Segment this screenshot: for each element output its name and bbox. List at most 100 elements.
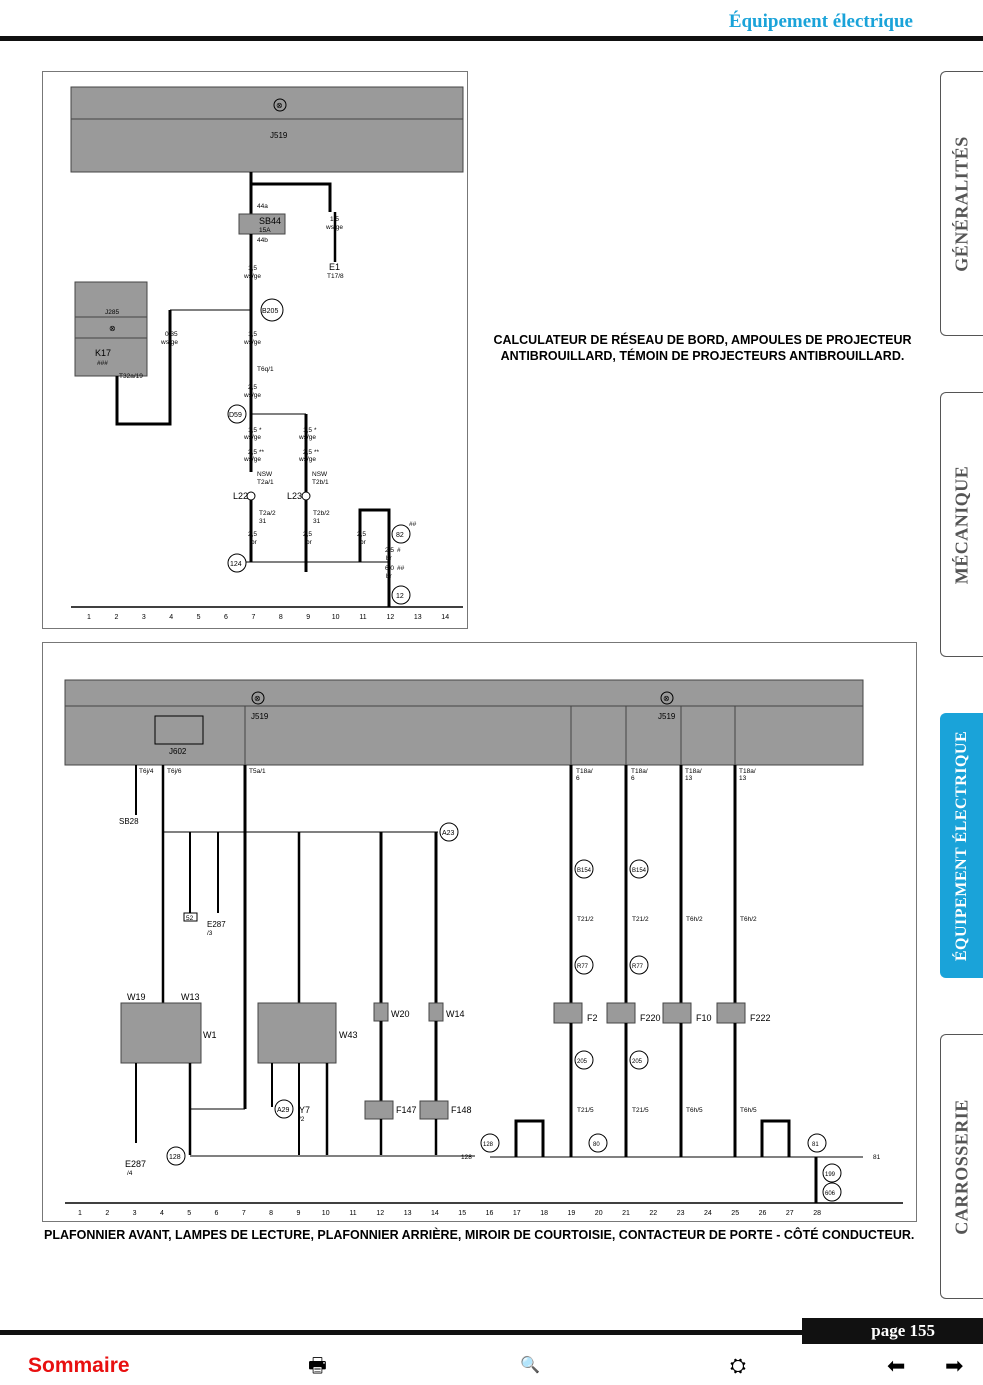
- svg-text:NSW: NSW: [312, 471, 328, 478]
- svg-text:T18a/: T18a/: [576, 768, 593, 775]
- svg-text:**: **: [259, 449, 265, 456]
- svg-text:T32a/19: T32a/19: [119, 373, 143, 380]
- grid-number: 21: [622, 1210, 630, 1217]
- svg-text:2,5: 2,5: [248, 384, 257, 391]
- grid-number: 10: [332, 614, 340, 621]
- svg-text:T6h/5: T6h/5: [740, 1107, 757, 1114]
- sommaire-link[interactable]: Sommaire: [28, 1354, 130, 1377]
- connector-d59: D59: [229, 412, 242, 419]
- svg-text:B154: B154: [577, 868, 592, 874]
- grid-number: 26: [759, 1210, 767, 1217]
- pin-44a: 44a: [257, 203, 268, 210]
- grid-number: 9: [306, 614, 310, 621]
- svg-text:6,0: 6,0: [385, 565, 394, 572]
- grid-number: 4: [160, 1210, 164, 1217]
- back-arrow-icon[interactable]: ⬅: [887, 1353, 906, 1378]
- grid-number: 23: [677, 1210, 685, 1217]
- svg-text:B154: B154: [632, 868, 647, 874]
- lamp-l23: L23: [287, 491, 302, 501]
- svg-text:E287: E287: [125, 1159, 146, 1169]
- grid-number: 4: [169, 614, 173, 621]
- wiring-diagram-fog-lamps: ⊗ J519 44a 44b SB44 15A 1,5 ws/ge E1 T17…: [42, 71, 468, 629]
- svg-text:ws/ge: ws/ge: [325, 224, 343, 231]
- switch-f220: F220: [640, 1013, 661, 1023]
- lamp-w14: W14: [446, 1009, 465, 1019]
- grid-number: 13: [404, 1210, 412, 1217]
- switch-f148: F148: [451, 1105, 472, 1115]
- ecu-j519: J519: [270, 131, 288, 140]
- svg-text:81: 81: [873, 1154, 881, 1161]
- svg-text:128: 128: [483, 1142, 494, 1148]
- svg-text:R77: R77: [632, 964, 644, 970]
- relay-j602: J602: [169, 747, 187, 756]
- svg-text:⊗: ⊗: [254, 694, 261, 703]
- svg-text:1,5: 1,5: [248, 427, 257, 434]
- svg-text:0,35: 0,35: [165, 331, 178, 338]
- svg-text:2,5: 2,5: [357, 531, 366, 538]
- svg-text:br: br: [306, 539, 313, 546]
- svg-text:*: *: [259, 427, 262, 434]
- svg-text:T17/8: T17/8: [327, 273, 344, 280]
- svg-text:br: br: [251, 539, 258, 546]
- svg-text:ws/ge: ws/ge: [160, 339, 178, 346]
- connector-82: 82: [396, 532, 404, 539]
- tab-label: GÉNÉRALITÉS: [951, 135, 972, 272]
- grid-number: 3: [142, 614, 146, 621]
- svg-text:ws/ge: ws/ge: [243, 456, 261, 463]
- connector-a23: A23: [442, 830, 455, 837]
- svg-text:*: *: [314, 427, 317, 434]
- svg-text:##: ##: [409, 521, 417, 528]
- svg-text:1,5: 1,5: [248, 265, 257, 272]
- svg-text:###: ###: [97, 360, 108, 367]
- svg-text:br: br: [386, 573, 393, 580]
- print-icon[interactable]: 🖶: [308, 1355, 327, 1377]
- grid-number: 2: [105, 1210, 109, 1217]
- forward-arrow-icon[interactable]: ➡: [945, 1353, 964, 1378]
- svg-text:52: 52: [186, 915, 194, 922]
- svg-text:205: 205: [577, 1059, 588, 1065]
- tab-label: MÉCANIQUE: [951, 465, 972, 584]
- grid-number: 11: [359, 614, 366, 621]
- grid-number: 25: [731, 1210, 739, 1217]
- tab-label: ÉQUIPEMENT ÉLECTRIQUE: [953, 730, 970, 961]
- fuse-rating: 15A: [259, 227, 271, 234]
- connector-b205: B205: [262, 308, 278, 315]
- svg-text:2,5: 2,5: [303, 531, 312, 538]
- grid-number: 27: [786, 1210, 794, 1217]
- svg-text:R77: R77: [577, 964, 589, 970]
- svg-text:ws/ge: ws/ge: [243, 273, 261, 280]
- svg-text:T6h/5: T6h/5: [686, 1107, 703, 1114]
- svg-text:6: 6: [631, 775, 635, 782]
- svg-text:T18a/: T18a/: [685, 768, 702, 775]
- svg-text:T18a/: T18a/: [739, 768, 756, 775]
- tab-carrosserie[interactable]: CARROSSERIE: [940, 1034, 983, 1299]
- svg-text:2,5: 2,5: [248, 531, 257, 538]
- svg-text:/4: /4: [127, 1170, 133, 1177]
- lamp-w20: W20: [391, 1009, 410, 1019]
- grid-number: 16: [486, 1210, 494, 1217]
- tab-equipement-electrique[interactable]: ÉQUIPEMENT ÉLECTRIQUE: [940, 713, 983, 978]
- tab-mecanique[interactable]: MÉCANIQUE: [940, 392, 983, 657]
- svg-text:ws/ge: ws/ge: [298, 434, 316, 441]
- svg-text:ws/ge: ws/ge: [298, 456, 316, 463]
- svg-text:ws/ge: ws/ge: [243, 434, 261, 441]
- grid-number: 6: [224, 614, 228, 621]
- svg-text:T6j/4: T6j/4: [139, 768, 154, 775]
- grid-number: 20: [595, 1210, 603, 1217]
- wiring-diagram-interior-lights: ⊗ ⊗ J519 J519 J602 T6j/4 T6j/6 T5a/1 T18…: [42, 642, 917, 1222]
- grid-number: 7: [251, 614, 255, 621]
- grid-number: 5: [197, 614, 201, 621]
- grid-number: 1: [78, 1210, 82, 1217]
- lamp-w13: W13: [181, 992, 200, 1002]
- lamp-w43: W43: [339, 1030, 358, 1040]
- binoculars-icon[interactable]: ⛭: [730, 1355, 746, 1377]
- tab-generalites[interactable]: GÉNÉRALITÉS: [940, 71, 983, 336]
- fuse-sb44: SB44: [259, 216, 281, 226]
- grid-number: 12: [376, 1210, 384, 1217]
- grid-number: 9: [296, 1210, 300, 1217]
- svg-text:T2a/1: T2a/1: [257, 479, 274, 486]
- zoom-page-icon[interactable]: 🔍: [520, 1357, 540, 1374]
- svg-text:br: br: [360, 539, 367, 546]
- svg-text:##: ##: [397, 565, 405, 572]
- grid-number: 7: [242, 1210, 246, 1217]
